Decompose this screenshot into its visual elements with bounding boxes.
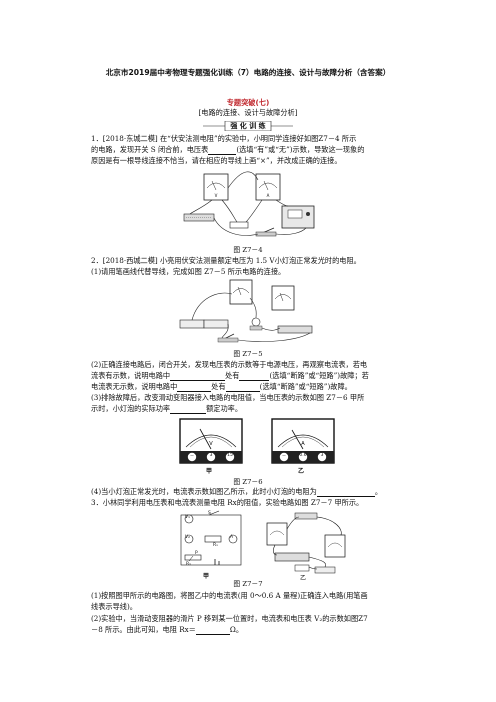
q2-blank-4[interactable] xyxy=(225,383,260,392)
q2-p2-2c: (选填“断路”或“短路”)故障；若 xyxy=(269,371,369,380)
label-s: S xyxy=(208,511,211,516)
q3-part2-line1: (2)实验中，当滑动变阻器的滑片 P 移到某一位置时，电流表和电压表 V₂的示数… xyxy=(91,614,368,623)
page-title: 北京市2019届中考物理专题强化训练（7）电路的连接、设计与故障分析（含答案） xyxy=(105,68,391,77)
q2-line1: 2．[2018·西城二模] 小亮用伏安法测量额定电压为 1.5 V小灯泡正常发光… xyxy=(91,256,361,265)
fig-z7-5-caption: 图 Z7－5 xyxy=(233,350,263,358)
q2-blank-6[interactable] xyxy=(316,488,375,497)
q1-line1: 1．[2018·东城二模] 在“伏安法测电阻”的实验中，小明同学连接好如图Z7－… xyxy=(91,134,357,143)
q3-p2-2a: －8 所示。由此可知，电阻 Rx＝ xyxy=(91,625,196,634)
banner-text: 强 化 训 练 xyxy=(230,122,266,130)
fig-z7-6-label-a: 甲 xyxy=(206,468,213,475)
label-v2: V₂ xyxy=(185,535,190,540)
q2-blank-5[interactable] xyxy=(170,405,207,414)
q1-line2b: (选填“有”或“无”)示数，导致这一现象的 xyxy=(236,145,365,154)
q2-part2-line1: (2)正确连接电路后，闭合开关，发现电压表的示数等于电源电压，再观察电流表，若电 xyxy=(91,360,368,369)
section-subtitle: [电路的连接、设计与故障分析] xyxy=(198,108,298,117)
figure-z7-6: V A xyxy=(179,418,335,464)
q2-part1: (1)请用笔画线代替导线，完成如图 Z7－5 所示电路的连接。 xyxy=(91,267,286,276)
q1-line3: 原因是有一根导线连接不恰当，请在相应的导线上画“×”，并改成正确的连接。 xyxy=(91,156,342,165)
fig-z7-7-label-a: 甲 xyxy=(203,573,210,580)
q3-line1: 3．小林同学利用电压表和电流表测量电阻 Rx的阻值，实验电路如图 Z7－7 甲所… xyxy=(91,498,364,507)
q2-part2-line2: 流表有示数，说明电路中 处有 (选填“断路”或“短路”)故障；若 xyxy=(91,370,369,381)
figure-z7-5 xyxy=(179,279,313,343)
q2-part2-line3: 电流表无示数，说明电路中 处有 (选填“断路”或“短路”)故障。 xyxy=(91,381,352,392)
q2-p2-3b: 处有 xyxy=(211,382,226,391)
q2-p4-text: (4)当小灯泡正常发光时，电流表示数如图乙所示，此时小灯泡的电阻为 xyxy=(91,487,317,496)
fig-z7-6-label-b: 乙 xyxy=(298,468,305,475)
q1-line2: 的电路，发现开关 S 闭合前，电压表 (选填“有”或“无”)示数，导致这一现象的 xyxy=(91,144,364,155)
q2-blank-1[interactable] xyxy=(170,372,226,381)
section-title: 专题突破(七) xyxy=(226,98,270,107)
svg-text:V: V xyxy=(215,193,218,198)
figure-z7-7 xyxy=(180,510,346,574)
q3-part1-line2: 线表示导线)。 xyxy=(91,602,137,611)
svg-text:A: A xyxy=(267,193,270,198)
q1-line2a: 的电路，发现开关 S 闭合前，电压表 xyxy=(91,145,209,154)
q2-p2-3c: (选填“断路”或“短路”)故障。 xyxy=(259,382,352,391)
fig-z7-7-caption: 图 Z7－7 xyxy=(233,580,263,588)
meter-a-terminal-1: － xyxy=(189,454,195,459)
q2-part3-line1: (3)排除故障后，改变滑动变阻器接入电路的电阻值，当电压表的示数如图 Z7－6 … xyxy=(91,393,365,402)
q2-p3-2a: 示时，小灯泡的实际功率 xyxy=(91,404,171,413)
training-banner: 强 化 训 练 xyxy=(203,121,293,131)
meter-a-terminal-2: 3 xyxy=(209,453,213,458)
q2-blank-3[interactable] xyxy=(177,383,212,392)
label-p: P xyxy=(195,551,198,556)
svg-text:A: A xyxy=(301,441,305,447)
meter-b-terminal-2: 0.6 xyxy=(299,453,307,458)
q3-p2-2b: Ω。 xyxy=(229,625,244,634)
meter-a-terminal-3: 15 xyxy=(227,453,233,458)
meter-b-terminal-3: 3 xyxy=(320,453,324,458)
fig-z7-4-caption: 图 Z7－4 xyxy=(233,246,263,254)
q3-blank-rx[interactable] xyxy=(195,626,230,635)
q2-p2-2a: 流表有示数，说明电路中 xyxy=(91,371,171,380)
label-v1: V₁ xyxy=(185,515,190,520)
label-r1: R₁ xyxy=(186,562,191,567)
q2-blank-2[interactable] xyxy=(239,372,270,381)
q3-part2-line2: －8 所示。由此可知，电阻 Rx＝ Ω。 xyxy=(91,624,243,635)
label-a: A xyxy=(230,535,234,540)
q2-part3-line2: 示时，小灯泡的实际功率 额定功率。 xyxy=(91,403,242,414)
label-rx: Rₓ xyxy=(213,543,219,548)
q2-part4: (4)当小灯泡正常发光时，电流表示数如图乙所示，此时小灯泡的电阻为。 xyxy=(91,487,383,497)
q3-part1-line1: (1)按照图甲所示的电路图，将图乙中的电流表(用 0～0.6 A 量程)正确连入… xyxy=(91,591,368,600)
q2-p2-3a: 电流表无示数，说明电路中 xyxy=(91,382,178,391)
svg-text:V: V xyxy=(209,441,213,447)
q1-answer-blank[interactable] xyxy=(208,146,237,155)
fig-z7-7-label-b: 乙 xyxy=(300,575,307,582)
figure-z7-4: V A xyxy=(183,171,315,237)
fig-z7-6-caption: 图 Z7－6 xyxy=(233,478,263,486)
meter-b-terminal-1: － xyxy=(281,454,287,459)
q2-p2-2b: 处有 xyxy=(225,371,240,380)
q2-p3-2b: 额定功率。 xyxy=(206,404,243,413)
